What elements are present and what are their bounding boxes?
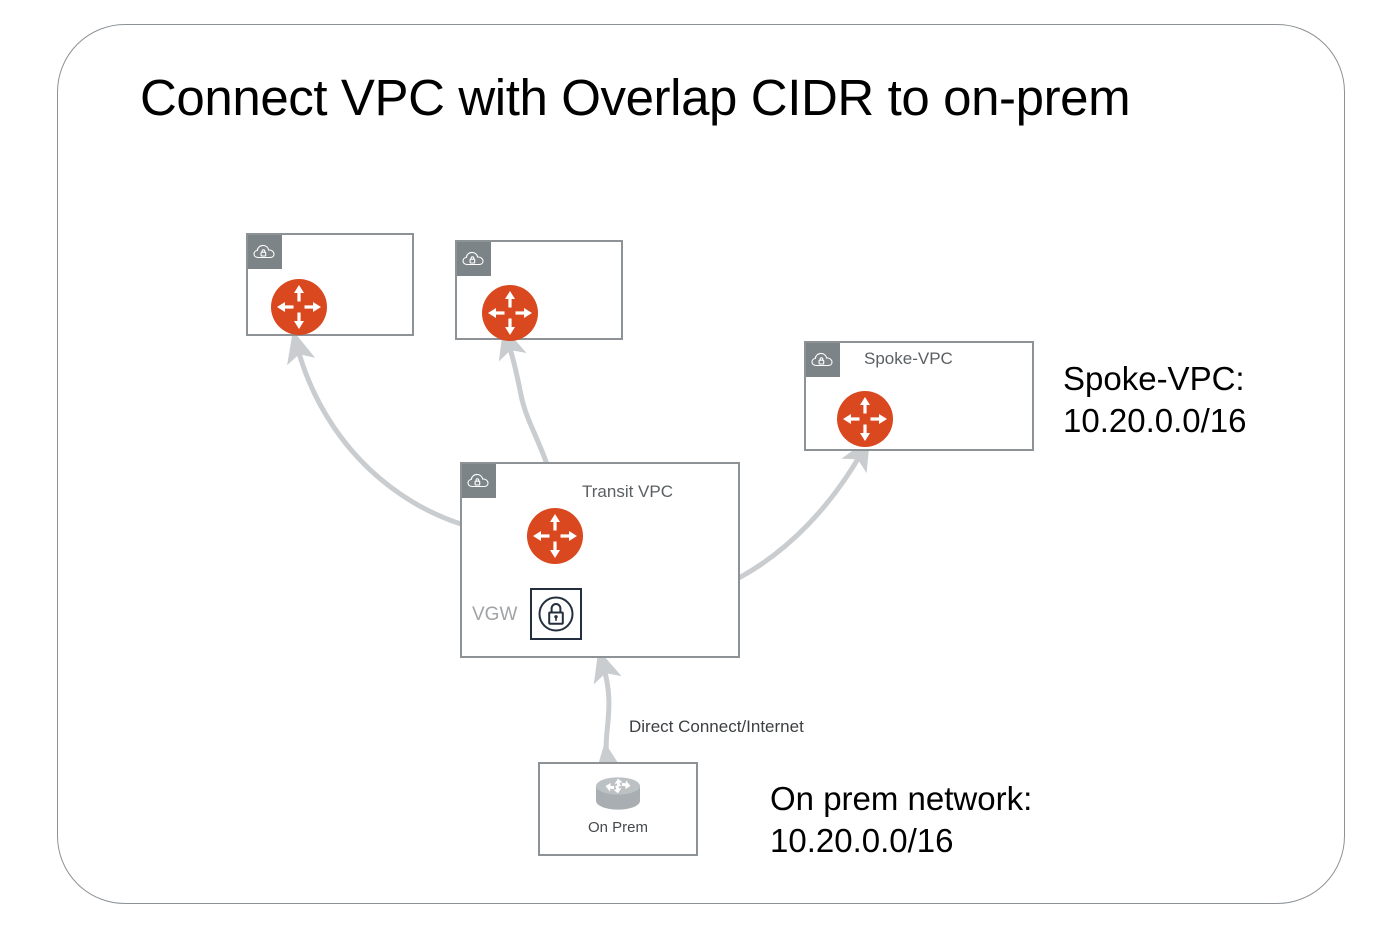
note-onprem-cidr: On prem network: 10.20.0.0/16 [770,780,1033,860]
vpc-label-transit: Transit VPC [582,482,674,501]
lock-gateway-icon [538,596,574,632]
edge-label-direct-connect: Direct Connect/Internet [629,717,804,736]
cloud-lock-icon [248,235,282,269]
onprem-box[interactable]: On Prem [538,762,698,856]
cloud-lock-icon [806,343,840,377]
onprem-router-icon [590,770,646,816]
router-icon [271,279,327,335]
cloud-lock-icon [457,242,491,276]
router-icon [482,285,538,341]
vgw-label: VGW [472,604,518,625]
onprem-label: On Prem [587,819,648,836]
page-title: Connect VPC with Overlap CIDR to on-prem [140,69,1131,126]
vgw-box[interactable] [530,588,582,640]
vpc-box-top-left[interactable] [246,233,414,336]
vpc-label-spoke: Spoke-VPC [864,349,953,368]
vpc-box-spoke[interactable]: Spoke-VPC [804,341,1034,451]
cloud-lock-icon [462,464,496,498]
vpc-box-top-middle[interactable] [455,240,623,341]
vpc-box-transit[interactable]: Transit VPC VGW [460,462,740,658]
router-icon [837,391,893,447]
router-icon [527,508,583,564]
note-spoke-cidr: Spoke-VPC: 10.20.0.0/16 [1063,360,1247,440]
